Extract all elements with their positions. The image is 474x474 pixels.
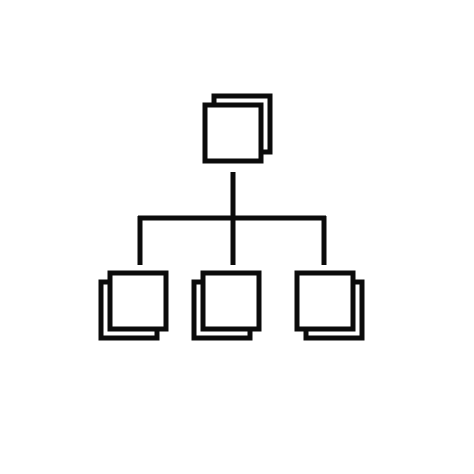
connectors (137, 172, 327, 265)
back-layer (191, 279, 253, 341)
front-square (107, 270, 169, 332)
back-layer (303, 279, 365, 341)
back-layer (211, 93, 273, 155)
back-layer (98, 279, 160, 341)
front-square (200, 270, 262, 332)
diagram-layer (98, 93, 365, 341)
child-node-1-icon (98, 270, 169, 341)
root-node-icon (202, 93, 273, 164)
child-node-2-icon (191, 270, 262, 341)
child-node-3-icon (294, 270, 365, 341)
front-square (202, 102, 264, 164)
front-square (294, 270, 356, 332)
